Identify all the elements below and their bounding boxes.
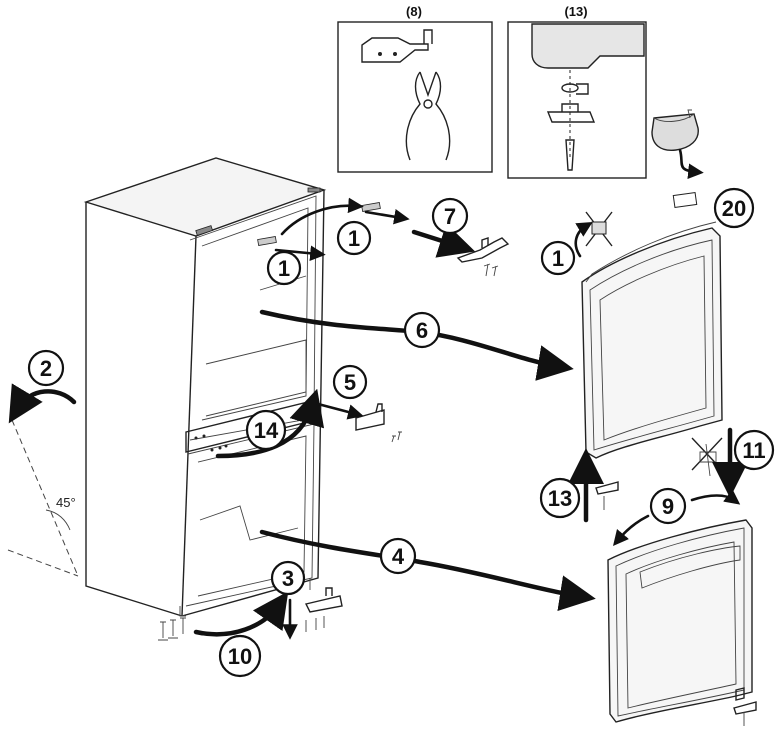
svg-text:10: 10 bbox=[228, 644, 252, 669]
svg-text:4: 4 bbox=[392, 544, 405, 569]
step-5: 5 bbox=[332, 364, 368, 400]
screw-icon bbox=[158, 263, 745, 726]
inset-8-label: (8) bbox=[406, 4, 422, 19]
upper-door-icon bbox=[581, 221, 723, 459]
svg-text:20: 20 bbox=[722, 196, 746, 221]
step-3: 3 bbox=[270, 560, 306, 596]
svg-text:11: 11 bbox=[742, 438, 765, 463]
svg-text:6: 6 bbox=[416, 318, 428, 343]
svg-text:3: 3 bbox=[282, 566, 294, 591]
svg-text:5: 5 bbox=[344, 370, 356, 395]
step-9: 9 bbox=[649, 487, 687, 525]
step-14: 14 bbox=[245, 409, 287, 451]
step-20: 20 bbox=[713, 187, 755, 229]
step-1-top: 1 bbox=[336, 220, 372, 256]
step-4: 4 bbox=[379, 537, 417, 575]
svg-text:14: 14 bbox=[254, 418, 279, 443]
bag-icon bbox=[651, 109, 699, 151]
step-6: 6 bbox=[403, 311, 441, 349]
hinge-pliers-icon bbox=[361, 29, 451, 161]
hinge-icon bbox=[304, 237, 757, 715]
step-13: 13 bbox=[539, 477, 581, 519]
step-1-top-left: 1 bbox=[266, 250, 302, 286]
inset-13-label: (13) bbox=[564, 4, 587, 19]
step-7: 7 bbox=[431, 197, 469, 235]
tilt-angle-indicator: 45° bbox=[7, 419, 79, 577]
prohibited-icon bbox=[585, 211, 725, 477]
svg-text:2: 2 bbox=[40, 356, 52, 381]
svg-text:13: 13 bbox=[548, 486, 572, 511]
svg-text:9: 9 bbox=[662, 494, 674, 519]
svg-text:1: 1 bbox=[552, 246, 564, 271]
svg-text:1: 1 bbox=[278, 256, 290, 281]
hinge-pin-icon bbox=[531, 23, 645, 171]
lower-door-icon bbox=[607, 519, 753, 723]
inset-8: (8) bbox=[337, 4, 493, 173]
step-1-right: 1 bbox=[540, 240, 576, 276]
angle-label: 45° bbox=[56, 495, 76, 510]
step-11: 11 bbox=[733, 429, 775, 471]
svg-text:7: 7 bbox=[444, 204, 456, 229]
step-2: 2 bbox=[27, 349, 65, 387]
svg-text:1: 1 bbox=[348, 226, 360, 251]
step-10: 10 bbox=[218, 634, 262, 678]
inset-13: (13) bbox=[507, 4, 647, 179]
refrigerator-cabinet-icon bbox=[83, 157, 327, 617]
tape-pieces bbox=[257, 191, 698, 246]
step-callouts: 1 1 1 2 3 4 5 6 bbox=[27, 187, 775, 678]
